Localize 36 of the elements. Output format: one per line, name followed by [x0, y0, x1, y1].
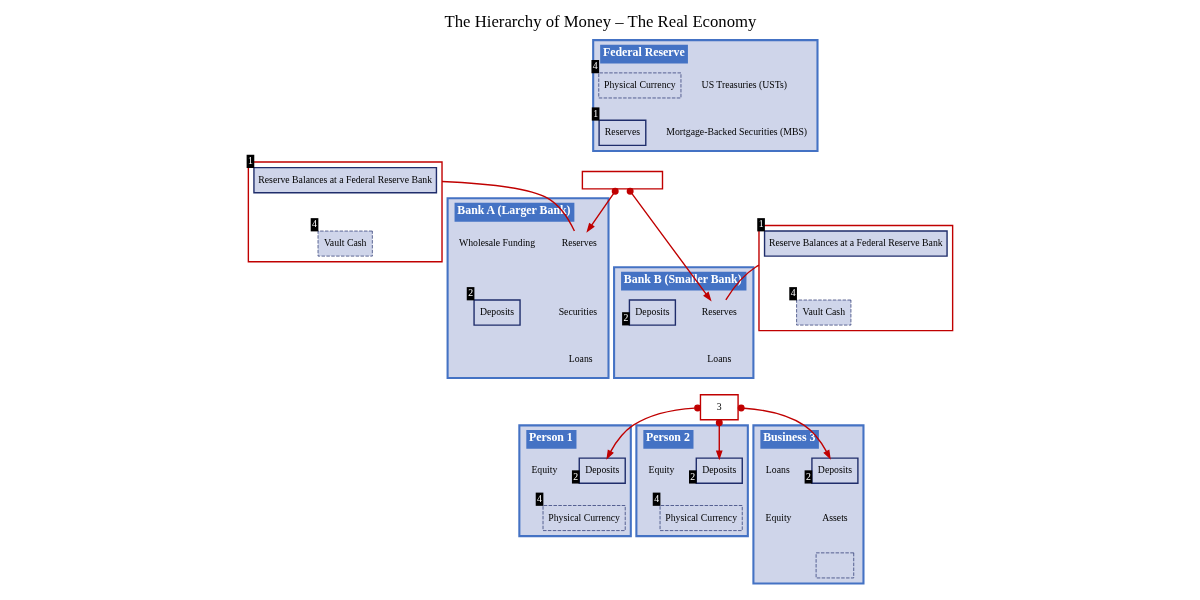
node-label: 1	[592, 107, 598, 119]
node-label: 4	[653, 492, 659, 504]
node-text: Equity	[647, 464, 674, 476]
arrow	[737, 404, 831, 460]
diagram-title: The Hierarchy of Money – The Real Economy	[444, 12, 756, 32]
arrow	[585, 187, 619, 233]
node-label: 2	[689, 470, 695, 482]
connector	[724, 264, 760, 301]
node-label: 1	[247, 154, 253, 166]
node-text: US Treasuries (USTs)	[701, 79, 787, 91]
node-text: Reserves	[701, 306, 737, 318]
node-text: Mortgage-Backed Securities (MBS)	[665, 126, 807, 138]
node-label: 2	[622, 312, 628, 324]
node-text: Loans	[706, 353, 731, 365]
node-label: 2	[805, 470, 811, 482]
node-text: Securities	[558, 306, 597, 318]
arrow	[605, 404, 701, 460]
arrow	[715, 419, 723, 461]
node-text: Loans	[568, 353, 593, 365]
node-text: Assets	[821, 511, 848, 523]
node-label: 4	[592, 60, 598, 72]
node-label: 4	[536, 492, 542, 504]
node-label: 2	[572, 470, 578, 482]
node-box: 3	[699, 394, 739, 421]
node-label: 2	[467, 287, 473, 299]
node-label: 4	[311, 218, 317, 230]
node-text: Loans	[765, 464, 790, 476]
node-label: 1	[758, 218, 764, 230]
node-text: Reserves	[561, 237, 597, 249]
node-text: Equity	[530, 464, 557, 476]
node-box	[815, 552, 854, 579]
arrow	[626, 187, 712, 302]
node-text: Wholesale Funding	[458, 237, 535, 249]
node-box	[581, 170, 663, 190]
node-label: 4	[790, 287, 796, 299]
node-text: Equity	[764, 511, 791, 523]
